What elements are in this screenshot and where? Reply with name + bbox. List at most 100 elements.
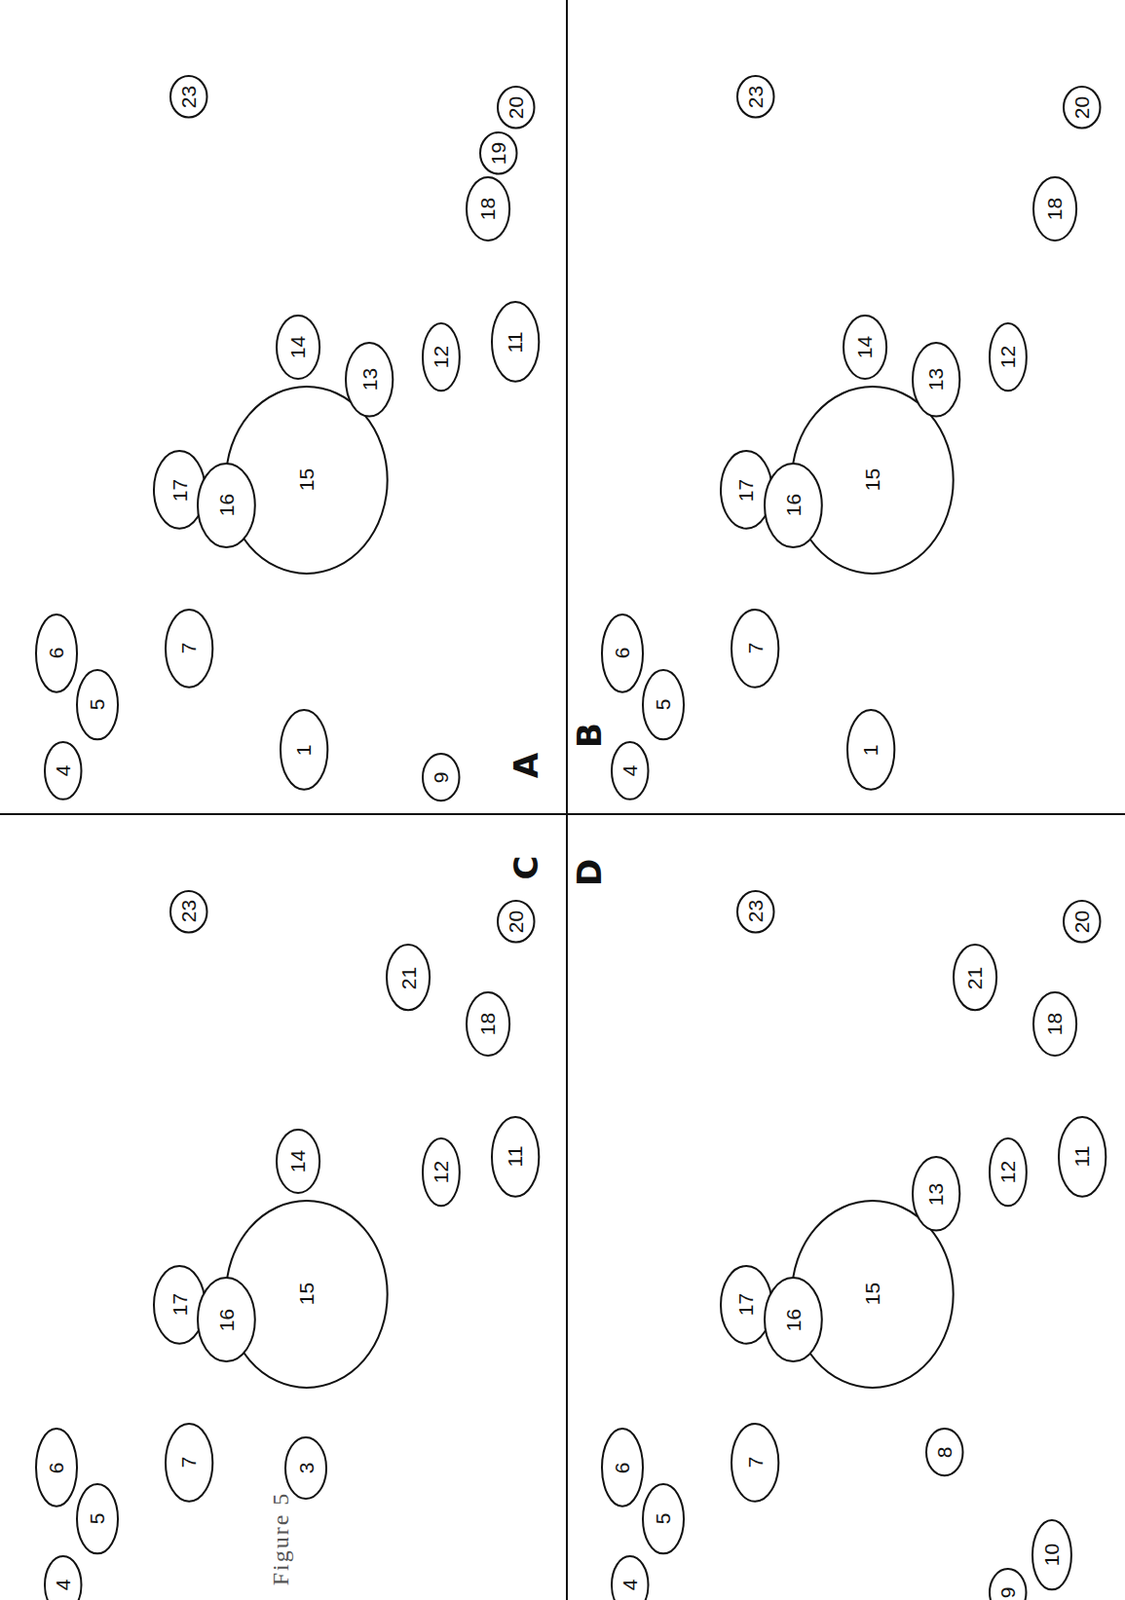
protein-spot: 7 xyxy=(730,1423,780,1503)
protein-spot: 10 xyxy=(1031,1519,1073,1591)
spot-ellipse xyxy=(44,1556,82,1600)
protein-spot: 18 xyxy=(465,176,511,242)
spot-number: 12 xyxy=(430,345,451,369)
spot-number: 8 xyxy=(934,1447,955,1460)
spot-number: 18 xyxy=(477,1012,498,1036)
spot-number: 19 xyxy=(487,142,509,165)
spot-ellipse xyxy=(953,944,997,1011)
panel-letter: D xyxy=(572,859,606,887)
spot-ellipse xyxy=(44,742,82,800)
spot-number: 15 xyxy=(296,468,317,491)
spot-number: 7 xyxy=(745,642,766,655)
spot-ellipse xyxy=(153,1266,206,1345)
spot-number: 18 xyxy=(477,197,498,221)
spot-number: 5 xyxy=(86,698,108,711)
spot-number: 13 xyxy=(359,368,380,391)
spot-ellipse xyxy=(165,609,213,688)
spot-number: 5 xyxy=(86,1513,108,1526)
spot-number: 10 xyxy=(1041,1543,1062,1567)
panel-letter: A xyxy=(509,752,543,779)
spot-number: 14 xyxy=(854,336,875,359)
protein-spot: 20 xyxy=(496,900,536,944)
protein-spot: 5 xyxy=(641,669,685,741)
protein-spot: 16 xyxy=(196,1276,257,1363)
protein-spot: 14 xyxy=(842,314,888,380)
protein-spot: 4 xyxy=(610,741,650,801)
spot-number: 12 xyxy=(997,345,1018,369)
figure-caption: Figure 5 xyxy=(268,1492,293,1587)
spot-ellipse xyxy=(170,75,208,118)
spot-number: 5 xyxy=(653,1513,675,1526)
spot-ellipse xyxy=(165,1424,213,1502)
spot-number: 7 xyxy=(745,1457,766,1469)
spot-outline xyxy=(43,1555,83,1600)
spot-ellipse xyxy=(422,1138,460,1206)
spot-number: 5 xyxy=(653,698,675,711)
spot-number: 14 xyxy=(288,1150,309,1173)
protein-spot: 6 xyxy=(35,613,78,694)
spot-ellipse xyxy=(989,323,1027,391)
spot-number: 20 xyxy=(505,95,526,118)
spot-number: 18 xyxy=(1044,1012,1065,1036)
panel-letter: B xyxy=(572,722,606,749)
protein-spot: 3 xyxy=(284,1436,328,1500)
protein-spot: 12 xyxy=(421,322,461,392)
panel-letter: C xyxy=(509,855,543,880)
horizontal-divider xyxy=(0,813,1125,816)
spot-ellipse xyxy=(197,1277,256,1362)
spot-ellipse xyxy=(276,1129,320,1194)
spot-number: 20 xyxy=(505,910,526,934)
spot-ellipse xyxy=(1063,900,1101,943)
spot-ellipse xyxy=(764,1277,823,1362)
protein-spot: 6 xyxy=(600,1427,644,1508)
protein-spot: 5 xyxy=(75,669,119,741)
spot-number: 6 xyxy=(612,1462,634,1474)
protein-spot: 18 xyxy=(465,991,511,1057)
protein-spot: 18 xyxy=(1032,176,1078,242)
protein-spot: 20 xyxy=(1062,900,1102,944)
spot-ellipse xyxy=(731,1424,779,1502)
protein-spot: 14 xyxy=(275,314,321,380)
spot-ellipse xyxy=(1032,1520,1072,1590)
spot-number: 4 xyxy=(619,764,640,777)
spot-ellipse xyxy=(843,315,887,379)
spot-ellipse xyxy=(36,1428,77,1507)
spot-ellipse xyxy=(466,177,510,241)
spot-ellipse xyxy=(491,301,539,382)
spot-number: 11 xyxy=(505,331,526,353)
spot-ellipse xyxy=(76,1484,118,1554)
protein-spot: 13 xyxy=(344,341,394,418)
protein-spot: 20 xyxy=(496,85,536,130)
spot-number: 3 xyxy=(296,1462,317,1474)
spot-number: 6 xyxy=(45,647,67,660)
spot-ellipse xyxy=(345,342,393,417)
spot-number: 7 xyxy=(178,1457,199,1469)
spot-number: 18 xyxy=(1044,197,1065,221)
spot-number: 16 xyxy=(783,493,804,517)
protein-spot: 4 xyxy=(610,1555,650,1600)
protein-spot: 5 xyxy=(641,1483,685,1555)
spot-ellipse xyxy=(989,1569,1027,1600)
spot-number: 15 xyxy=(862,1282,884,1306)
spot-number: 9 xyxy=(997,1586,1018,1599)
spot-number: 14 xyxy=(288,336,309,359)
spot-number: 13 xyxy=(926,368,947,391)
spot-ellipse xyxy=(197,463,256,548)
protein-spot: 1 xyxy=(846,709,896,791)
spot-ellipse xyxy=(422,753,460,801)
spot-ellipse xyxy=(926,1428,964,1476)
protein-spot: 23 xyxy=(736,75,776,119)
protein-spot: 8 xyxy=(925,1427,965,1477)
spot-ellipse xyxy=(276,315,320,379)
spot-ellipse xyxy=(422,323,460,391)
spot-ellipse xyxy=(737,75,775,118)
protein-spot: 12 xyxy=(421,1137,461,1207)
protein-spot: 1 xyxy=(279,709,329,791)
spot-number: 17 xyxy=(736,478,757,501)
protein-spot: 21 xyxy=(385,943,431,1012)
protein-spot: 6 xyxy=(600,613,644,694)
spot-number: 13 xyxy=(926,1183,947,1206)
vertical-divider xyxy=(565,0,568,1600)
